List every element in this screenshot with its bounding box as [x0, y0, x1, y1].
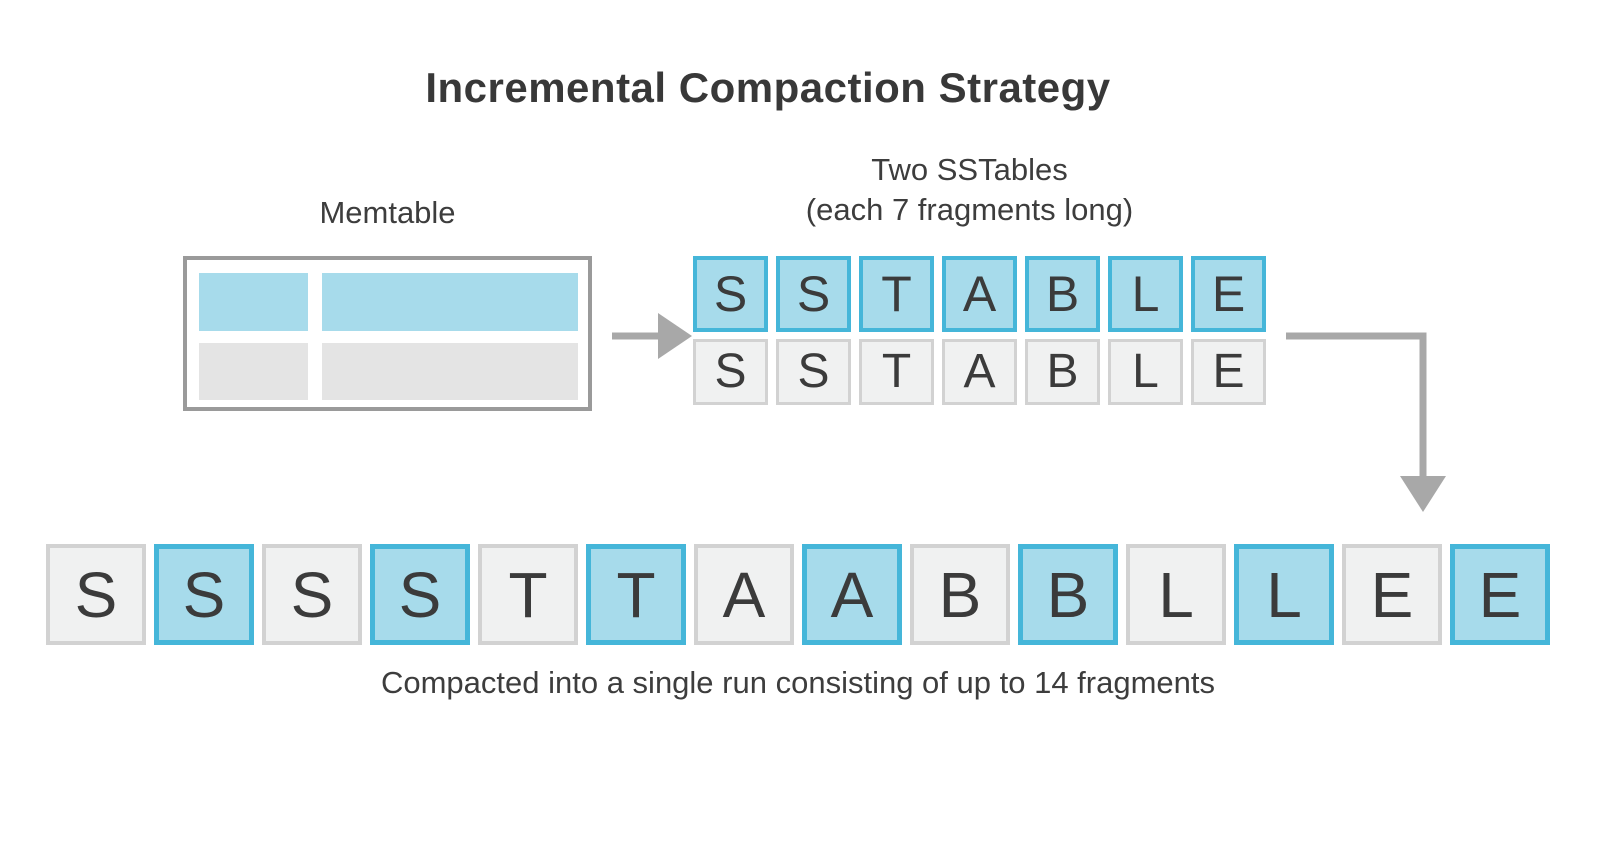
memtable-label: Memtable [319, 195, 456, 230]
fragment-cell-gray: S [262, 544, 362, 645]
fragment-cell-blue: T [586, 544, 686, 645]
memtable-block-key [199, 273, 308, 331]
fragment-cell-blue: T [859, 256, 934, 332]
fragment-cell-blue: E [1191, 256, 1266, 332]
fragment-cell-blue: L [1108, 256, 1183, 332]
fragment-cell-gray: B [910, 544, 1010, 645]
memtable-block-value [322, 273, 578, 331]
fragment-cell-blue: A [802, 544, 902, 645]
fragment-cell-blue: E [1450, 544, 1550, 645]
memtable-row [199, 343, 578, 400]
fragment-cell-blue: L [1234, 544, 1334, 645]
fragment-cell-gray: B [1025, 339, 1100, 405]
fragment-cell-blue: S [776, 256, 851, 332]
fragment-cell-blue: B [1018, 544, 1118, 645]
fragment-cell-gray: L [1126, 544, 1226, 645]
sstables-label-line1: Two SSTables [871, 152, 1068, 187]
fragment-cell-gray: S [776, 339, 851, 405]
compacted-caption: Compacted into a single run consisting o… [380, 665, 1216, 700]
fragment-cell-blue: S [154, 544, 254, 645]
fragment-cell-gray: T [859, 339, 934, 405]
memtable-to-sstables-arrow [612, 313, 692, 359]
page-title: Incremental Compaction Strategy [425, 64, 1111, 111]
fragment-cell-blue: S [693, 256, 768, 332]
fragment-cell-gray: L [1108, 339, 1183, 405]
fragment-cell-blue: S [370, 544, 470, 645]
fragment-cell-gray: E [1342, 544, 1442, 645]
fragment-cell-gray: A [942, 339, 1017, 405]
memtable-block-value [322, 343, 578, 400]
fragment-cell-gray: A [694, 544, 794, 645]
memtable-box [183, 256, 592, 411]
fragment-cell-gray: T [478, 544, 578, 645]
sstables-to-run-arrow [1286, 332, 1446, 512]
fragment-cell-gray: S [693, 339, 768, 405]
sstables-label-line2: (each 7 fragments long) [805, 192, 1134, 227]
memtable-row [199, 273, 578, 331]
fragment-cell-gray: S [46, 544, 146, 645]
fragment-cell-blue: A [942, 256, 1017, 332]
fragment-cell-blue: B [1025, 256, 1100, 332]
fragment-cell-gray: E [1191, 339, 1266, 405]
memtable-block-key [199, 343, 308, 400]
sstables-label: Two SSTables (each 7 fragments long) [673, 150, 1266, 230]
